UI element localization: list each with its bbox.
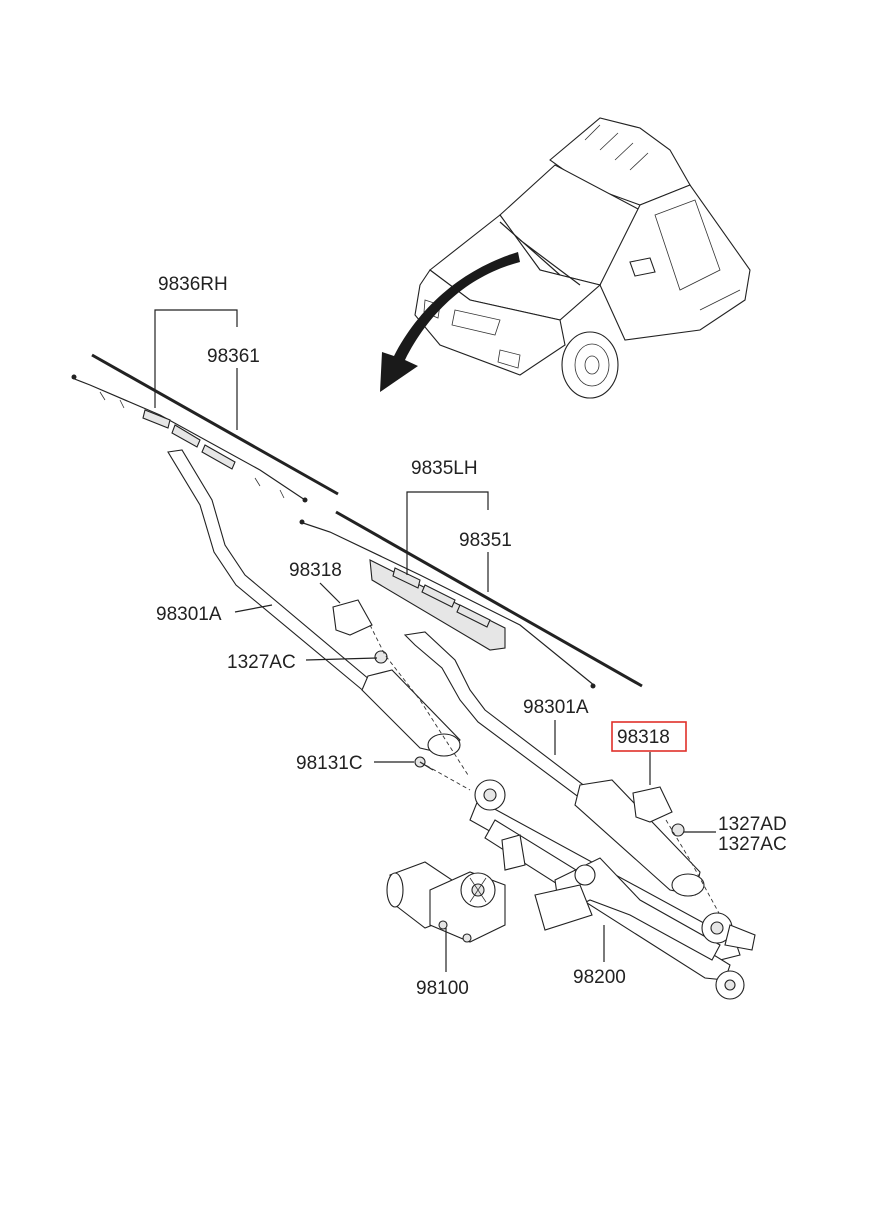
label-9836rh: 9836RH: [158, 274, 228, 295]
label-1327ad-right: 1327AD: [718, 814, 787, 835]
nut-left: [374, 650, 388, 664]
nut-right: [671, 823, 685, 837]
label-98318-right: 98318: [617, 727, 670, 748]
label-98200: 98200: [573, 967, 626, 988]
vehicle-illustration: [380, 117, 751, 399]
cap-left: [332, 599, 373, 636]
leader-lines: [154, 309, 716, 972]
cap-right: [632, 786, 673, 823]
label-98100: 98100: [416, 978, 469, 999]
lh-wiper-blade: [299, 510, 643, 689]
right-wiper-arm: [403, 631, 705, 897]
rh-wiper-blade: [71, 353, 339, 503]
label-98361: 98361: [207, 346, 260, 367]
label-98301a-right: 98301A: [523, 697, 589, 718]
label-98131c: 98131C: [296, 753, 363, 774]
label-9835lh: 9835LH: [411, 458, 478, 479]
bolt: [414, 756, 434, 771]
label-98301a-left: 98301A: [156, 604, 222, 625]
wiper-motor: [386, 861, 506, 943]
highlight-box: [611, 721, 687, 752]
label-98318-left: 98318: [289, 560, 342, 581]
label-1327ac-left: 1327AC: [227, 652, 296, 673]
wiper-linkage: [469, 779, 756, 1000]
label-98351: 98351: [459, 530, 512, 551]
label-1327ac-right: 1327AC: [718, 834, 787, 855]
